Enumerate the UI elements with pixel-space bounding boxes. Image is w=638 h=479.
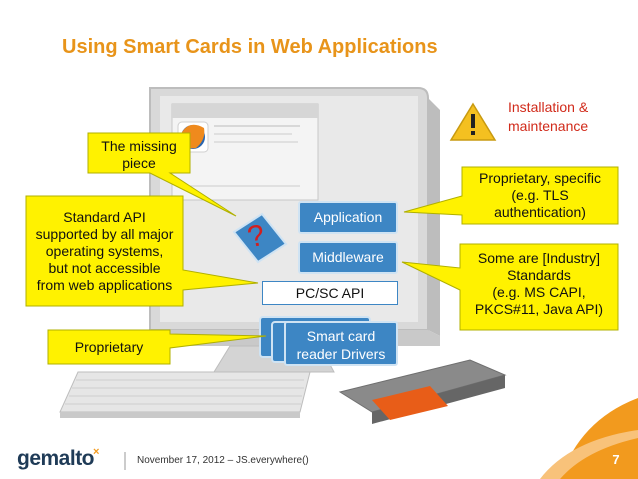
callout-line: Some are [Industry] bbox=[477, 250, 601, 266]
callout-line: but not accessible bbox=[48, 260, 161, 276]
callout-line: (e.g. MS CAPI, bbox=[492, 284, 586, 300]
warning-label: Installation & maintenance bbox=[508, 98, 588, 136]
callout-line: operating systems, bbox=[45, 243, 164, 259]
warning-line-1: Installation & bbox=[508, 99, 589, 115]
callout-line: Standards bbox=[507, 267, 571, 283]
card-reader-illustration bbox=[338, 359, 507, 424]
drivers-line-2: reader Drivers bbox=[296, 346, 386, 362]
callout-standards-shape bbox=[401, 243, 619, 331]
middleware-layer: Middleware bbox=[298, 241, 398, 274]
smart-card-illustration bbox=[372, 386, 448, 420]
callout-line: (e.g. TLS bbox=[511, 187, 569, 203]
pcsc-api-layer: PC/SC API bbox=[262, 281, 398, 305]
callout-standard-api: Standard API supported by all major oper… bbox=[26, 209, 183, 294]
application-layer: Application bbox=[298, 201, 398, 234]
footer-date: November 17, 2012 – JS.everywhere() bbox=[137, 455, 309, 466]
slide-title: Using Smart Cards in Web Applications bbox=[62, 36, 438, 58]
gemalto-logo-mark-icon: × bbox=[93, 446, 100, 458]
callout-proprietary: Proprietary bbox=[48, 339, 170, 356]
callout-proprietary-specific-shape bbox=[403, 166, 619, 225]
callout-standard-api-shape bbox=[25, 195, 259, 307]
callout-missing-piece-shape bbox=[87, 132, 237, 217]
callout-line: piece bbox=[122, 155, 156, 171]
warning-triangle-icon bbox=[449, 102, 497, 141]
callout-line: from web applications bbox=[36, 277, 173, 293]
warning-line-2: maintenance bbox=[508, 118, 589, 134]
callout-line: PKCS#11, Java API) bbox=[474, 301, 604, 317]
drivers-line-1: Smart card bbox=[306, 328, 376, 344]
callout-proprietary-shape bbox=[47, 329, 267, 365]
smart-card-reader-drivers-layer: Smart card reader Drivers bbox=[284, 321, 398, 366]
callout-line: authentication) bbox=[494, 204, 586, 220]
callout-line: Proprietary bbox=[74, 339, 144, 355]
keyboard-illustration bbox=[59, 371, 311, 418]
callout-missing-piece: The missing piece bbox=[88, 138, 190, 172]
page-number: 7 bbox=[612, 452, 620, 467]
callout-line: Proprietary, specific bbox=[479, 170, 601, 186]
callout-standards: Some are [Industry] Standards (e.g. MS C… bbox=[460, 250, 618, 318]
gemalto-logo: gemalto bbox=[17, 447, 95, 470]
callout-line: Standard API bbox=[63, 209, 146, 225]
callout-line: The missing bbox=[101, 138, 177, 154]
callout-proprietary-specific: Proprietary, specific (e.g. TLS authenti… bbox=[462, 170, 618, 221]
callout-line: supported by all major bbox=[35, 226, 174, 242]
